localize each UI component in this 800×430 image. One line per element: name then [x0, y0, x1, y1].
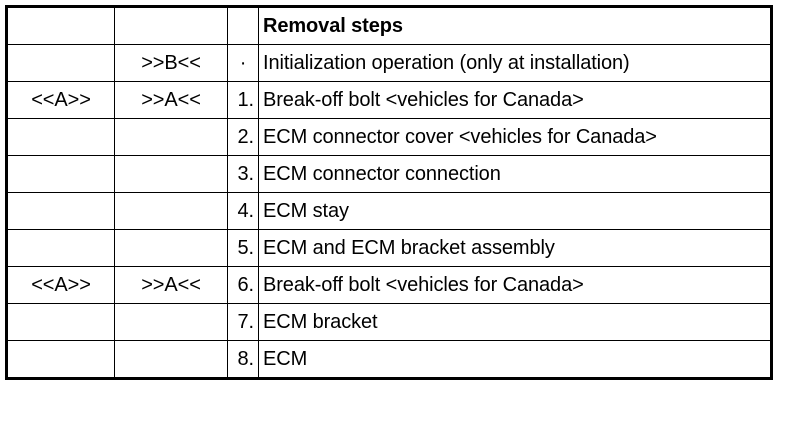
cell-step-number: 6.: [227, 266, 259, 304]
cell-marker-a: <<A>>: [6, 266, 115, 304]
cell-marker-b: [114, 155, 228, 193]
table-row: 5. ECM and ECM bracket assembly: [6, 229, 772, 267]
cell-marker-a: [6, 192, 115, 230]
cell-step-text: Break-off bolt <vehicles for Canada>: [258, 266, 772, 304]
cell-step-text: ECM connector connection: [258, 155, 772, 193]
cell-marker-b: >>B<<: [114, 44, 228, 82]
cell-marker-a: [6, 340, 115, 379]
table-row: 4. ECM stay: [6, 192, 772, 230]
cell-step-number: 2.: [227, 118, 259, 156]
table-row: 8. ECM: [6, 340, 772, 379]
table-row: 3. ECM connector connection: [6, 155, 772, 193]
cell-marker-b: [114, 303, 228, 341]
table-row: <<A>> >>A<< 1. Break-off bolt <vehicles …: [6, 81, 772, 119]
table-row: >>B<< · Initialization operation (only a…: [6, 44, 772, 82]
cell-step-text: ECM: [258, 340, 772, 379]
cell-step-number: 8.: [227, 340, 259, 379]
table-row: <<A>> >>A<< 6. Break-off bolt <vehicles …: [6, 266, 772, 304]
cell-marker-a: [6, 44, 115, 82]
cell-marker-a: [6, 303, 115, 341]
cell-step-number: 5.: [227, 229, 259, 267]
cell-step-text: ECM bracket: [258, 303, 772, 341]
cell-marker-a: [6, 155, 115, 193]
cell-step-text: Break-off bolt <vehicles for Canada>: [258, 81, 772, 119]
cell-step-text: ECM and ECM bracket assembly: [258, 229, 772, 267]
cell-marker-b: [114, 229, 228, 267]
table-row: 2. ECM connector cover <vehicles for Can…: [6, 118, 772, 156]
header-cell-marker-b: [114, 6, 228, 45]
cell-step-number: 4.: [227, 192, 259, 230]
header-cell-marker-a: [6, 6, 115, 45]
cell-marker-b: [114, 340, 228, 379]
header-cell-removal-steps: Removal steps: [258, 6, 772, 45]
cell-marker-b: [114, 118, 228, 156]
cell-marker-b: >>A<<: [114, 81, 228, 119]
cell-marker-b: >>A<<: [114, 266, 228, 304]
cell-step-text: ECM connector cover <vehicles for Canada…: [258, 118, 772, 156]
cell-step-number: 3.: [227, 155, 259, 193]
table-row: 7. ECM bracket: [6, 303, 772, 341]
cell-step-text: Initialization operation (only at instal…: [258, 44, 772, 82]
cell-marker-a: [6, 118, 115, 156]
cell-step-number: ·: [227, 44, 259, 82]
table-header-row: Removal steps: [6, 6, 772, 45]
cell-marker-a: [6, 229, 115, 267]
cell-step-text: ECM stay: [258, 192, 772, 230]
cell-step-number: 1.: [227, 81, 259, 119]
removal-steps-table: Removal steps >>B<< · Initialization ope…: [5, 5, 773, 380]
cell-marker-a: <<A>>: [6, 81, 115, 119]
header-cell-number: [227, 6, 259, 45]
cell-step-number: 7.: [227, 303, 259, 341]
cell-marker-b: [114, 192, 228, 230]
